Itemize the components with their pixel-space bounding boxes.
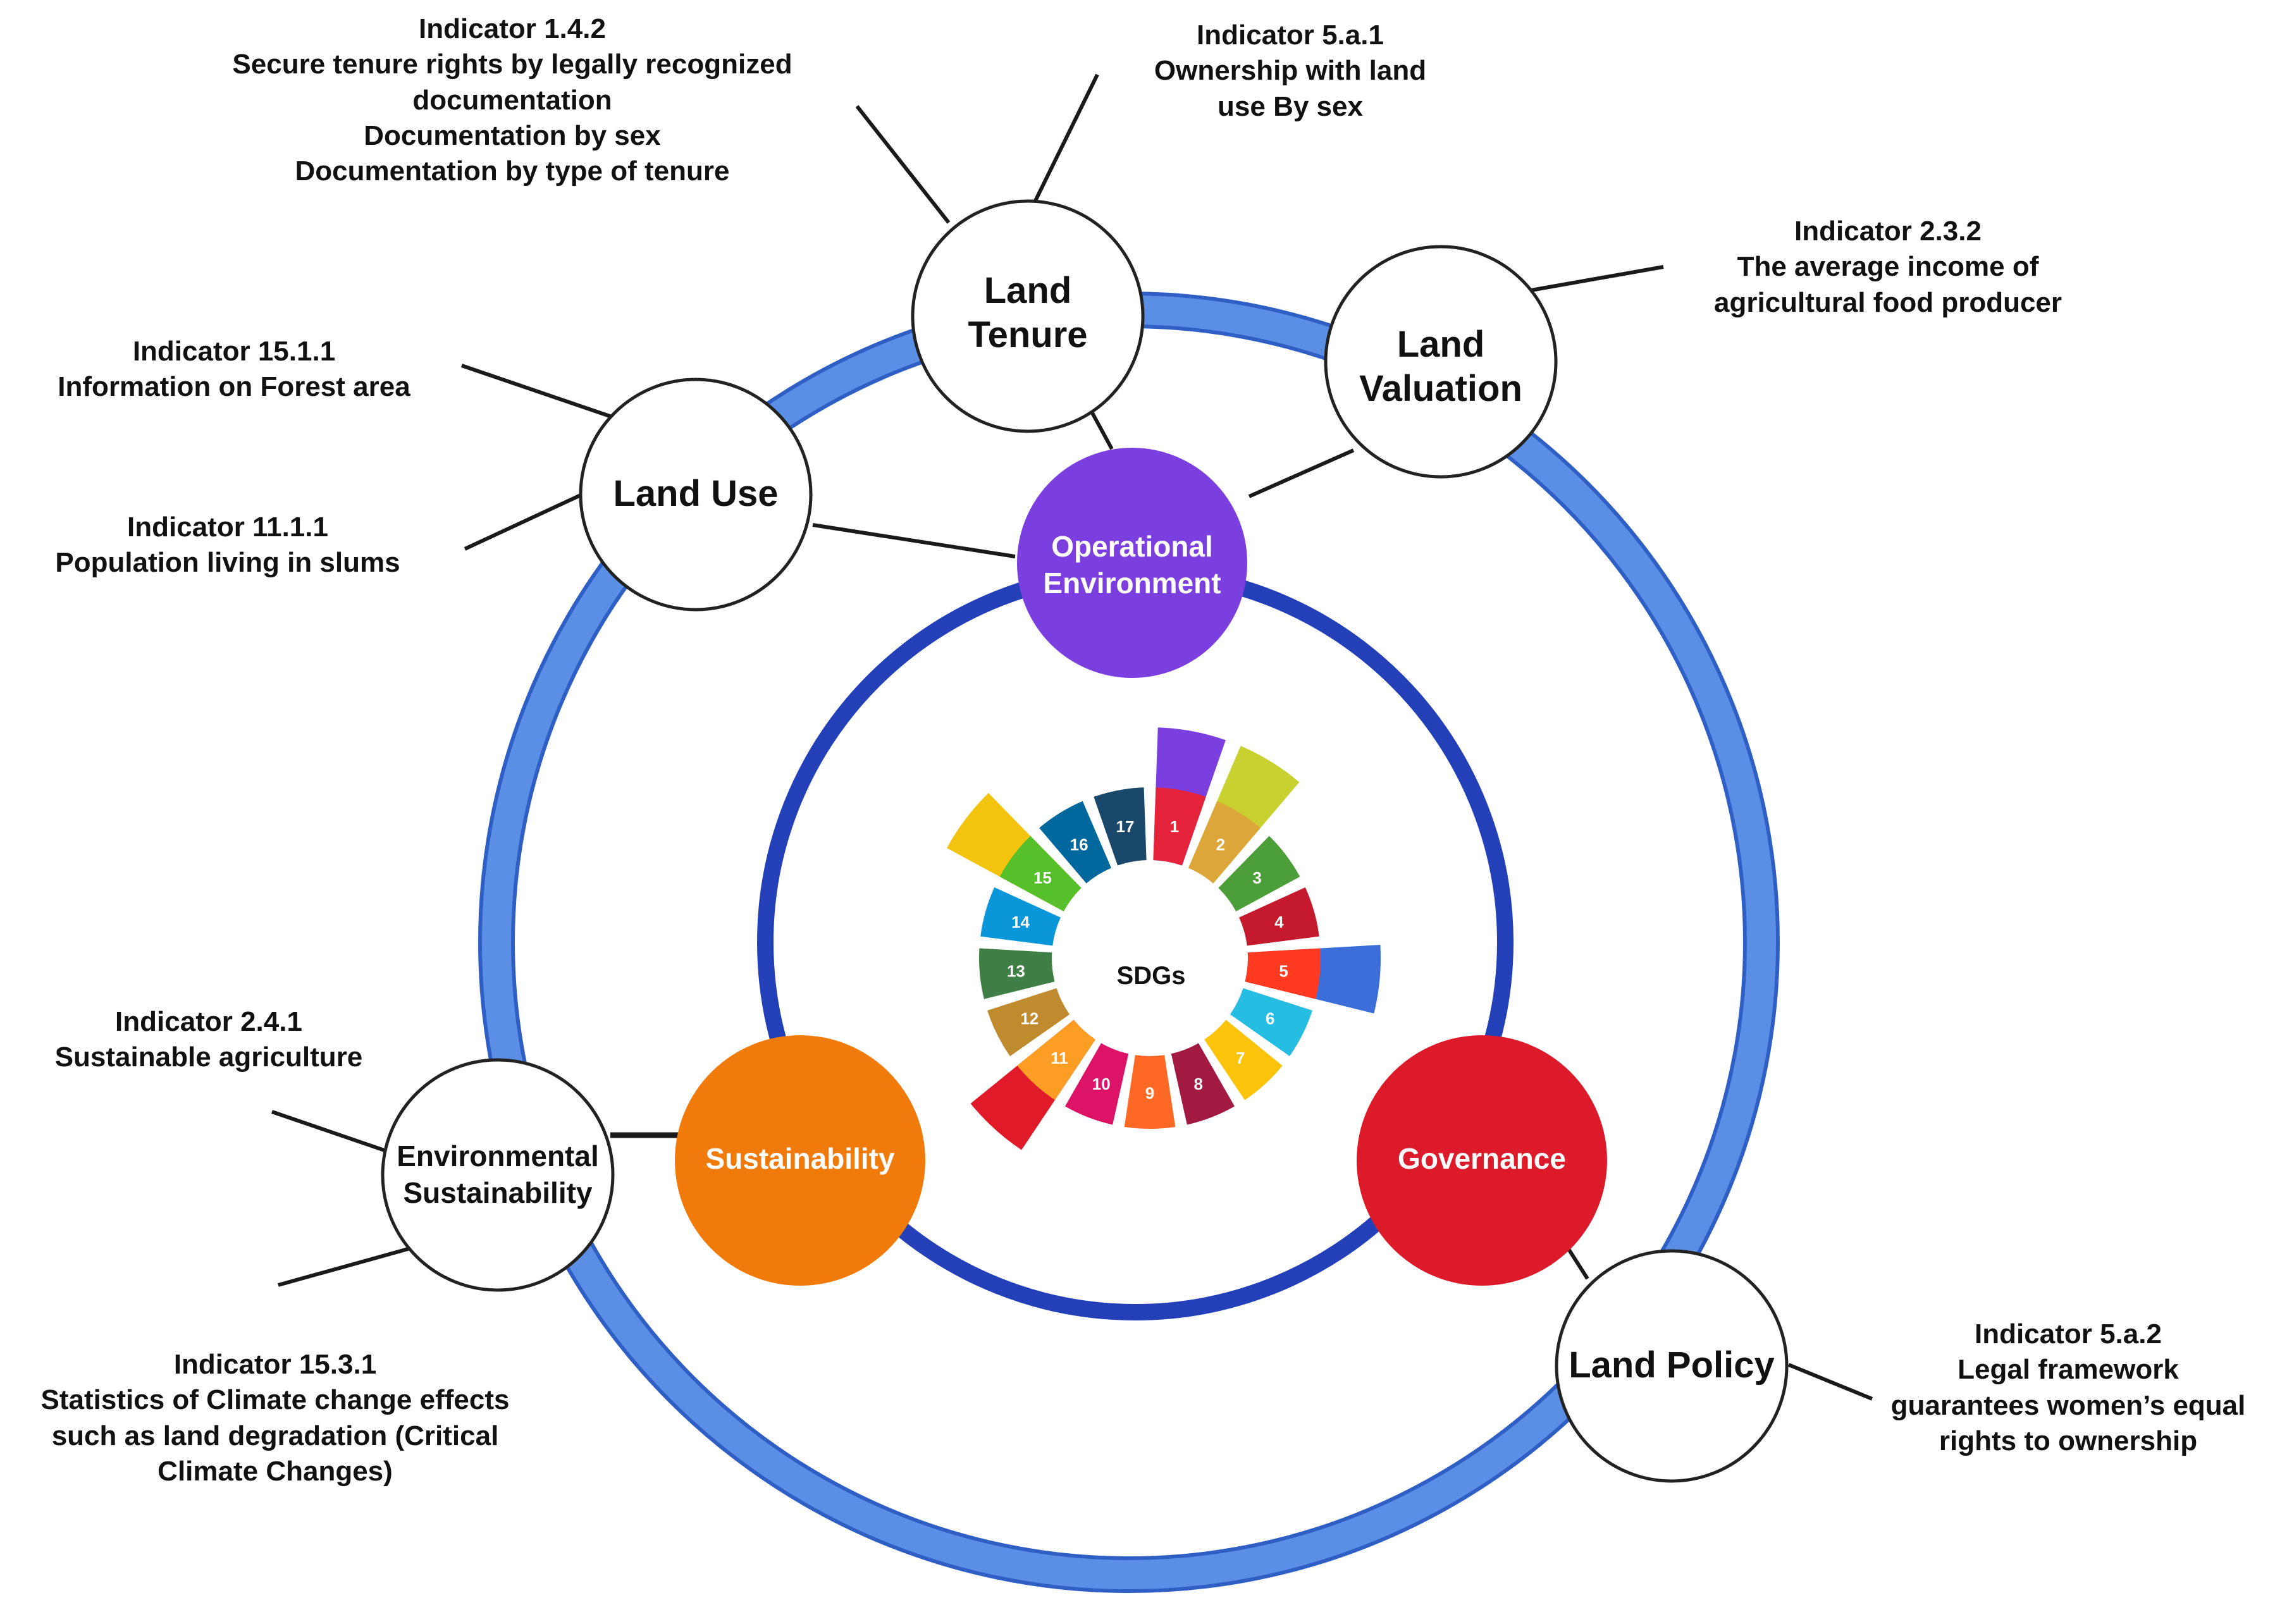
sdg-goal-16 — [1039, 801, 1111, 883]
land-tenure-node[interactable] — [911, 199, 1145, 433]
governance-label: Governance — [1398, 1142, 1566, 1175]
land-use-node[interactable] — [579, 378, 813, 612]
sdgs-center-label: SDGs — [1116, 962, 1186, 990]
sdg-goal-8 — [1171, 1043, 1235, 1125]
sdg-goal-1 — [1153, 787, 1206, 866]
connector-land-policy-to-5-a-2 — [1787, 1363, 1873, 1401]
sdg-goal-number-16: 16 — [1070, 835, 1088, 854]
connector-land-tenure-to-1-4-2 — [855, 105, 951, 224]
indicator-5-a-1: Indicator 5.a.1 Ownership with land use … — [1154, 20, 1427, 122]
sdg-goal-17 — [1094, 787, 1147, 866]
indicator-15-1-1: Indicator 15.1.1 Information on Forest a… — [58, 336, 410, 403]
connector-land-use-to-15-1-1 — [461, 364, 614, 419]
connector-governance-to-land-policy — [1567, 1248, 1589, 1280]
connector-land-valuation-to-2-3-2 — [1527, 265, 1664, 293]
sdg-goal-2 — [1188, 801, 1261, 883]
sdg-goal-6 — [1230, 988, 1312, 1057]
connector-landuse-to-operational — [812, 523, 1016, 558]
connector-env-to-15-3-1 — [278, 1243, 424, 1287]
operational-environment-hub[interactable] — [1017, 448, 1247, 678]
connector-env-to-2-4-1 — [271, 1110, 405, 1159]
sdg-goal-number-6: 6 — [1266, 1009, 1274, 1028]
sdg-goal-4 — [1239, 887, 1319, 946]
sdg-goal-number-13: 13 — [1007, 962, 1025, 981]
sdg-goal-number-4: 4 — [1274, 913, 1284, 932]
indicator-5-a-2: Indicator 5.a.2 Legal framework guarante… — [1890, 1319, 2246, 1456]
sdg-goal-number-15: 15 — [1033, 868, 1052, 887]
sdg-goal-3 — [1218, 835, 1300, 912]
sdg-goal-number-10: 10 — [1092, 1074, 1111, 1093]
sdg-goal-10 — [1064, 1043, 1129, 1125]
land-use-label: Land Use — [613, 473, 779, 514]
sdg-goal-number-8: 8 — [1194, 1074, 1203, 1093]
indicator-1-4-2: Indicator 1.4.2 Secure tenure rights by … — [232, 13, 792, 187]
operational-environment-label: Operational Environment — [1043, 530, 1221, 600]
environmental-sustainability-node[interactable] — [381, 1058, 615, 1292]
indicator-11-1-1: Indicator 11.1.1 Population living in sl… — [55, 512, 400, 579]
sdg-goal-number-1: 1 — [1170, 817, 1179, 836]
land-policy-label: Land Policy — [1569, 1344, 1775, 1386]
sdg-goal-5 — [1245, 948, 1321, 999]
sdg-goal-number-12: 12 — [1020, 1009, 1039, 1028]
sdg-goal-15 — [999, 835, 1082, 912]
sdg-wheel-center — [1054, 863, 1245, 1054]
sustainability-label: Sustainability — [705, 1142, 895, 1175]
indicator-15-3-1: Indicator 15.3.1 Statistics of Climate c… — [40, 1349, 510, 1487]
land-valuation-node[interactable] — [1324, 245, 1558, 479]
connector-land-use-to-11-1-1 — [464, 493, 583, 551]
sdg-goal-7 — [1204, 1019, 1283, 1100]
land-policy-node[interactable] — [1555, 1249, 1789, 1483]
sustainability-hub[interactable] — [675, 1035, 925, 1286]
connector-lines — [271, 73, 1873, 1401]
indicator-2-4-1: Indicator 2.4.1 Sustainable agriculture — [54, 1006, 363, 1073]
sdg-goal-13 — [978, 948, 1055, 999]
sdg-goal-number-9: 9 — [1145, 1084, 1154, 1103]
governance-hub[interactable] — [1357, 1035, 1607, 1286]
sdg-goal-number-3: 3 — [1252, 868, 1261, 887]
land-valuation-label: Land Valuation — [1359, 324, 1522, 409]
sdg-goal-number-17: 17 — [1116, 817, 1134, 836]
sdg-goal-14 — [980, 887, 1061, 946]
sdg-goal-number-2: 2 — [1216, 835, 1225, 854]
sdg-goal-11 — [1017, 1019, 1095, 1100]
environmental-sustainability-label: Environmental Sustainability — [397, 1140, 599, 1209]
connector-valuation-to-operational — [1248, 448, 1355, 498]
sdg-goal-number-14: 14 — [1011, 913, 1030, 932]
sdg-goal-number-11: 11 — [1051, 1049, 1068, 1067]
sdg-goal-number-5: 5 — [1279, 962, 1288, 981]
sdg-goal-12 — [987, 988, 1070, 1057]
indicator-2-3-2: Indicator 2.3.2 The average income of ag… — [1713, 216, 2062, 318]
sdg-goal-9 — [1124, 1055, 1176, 1129]
sdg-goal-number-7: 7 — [1236, 1049, 1245, 1067]
land-tenure-label: Land Tenure — [968, 270, 1088, 355]
connector-land-tenure-to-5-a-1 — [1024, 73, 1099, 221]
